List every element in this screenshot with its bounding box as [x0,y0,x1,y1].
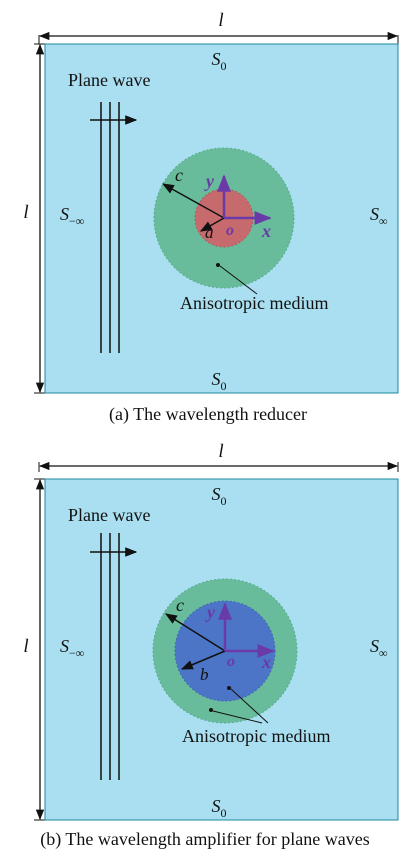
plane-wave-label: Plane wave [68,70,150,90]
width-label: l [218,441,223,462]
outer-radius-label: c [176,595,184,615]
medium-leader [212,710,263,724]
panel-a: l l S0 S0 S−∞ S∞ Plane wave c a y [23,10,399,425]
inner-radius-arrow [180,650,226,670]
medium-label: Anisotropic medium [182,726,330,746]
origin-label: o [226,222,234,239]
medium-leader [219,265,258,295]
caption-a: (a) The wavelength reducer [109,404,307,425]
panel-b: l l S0 S0 S−∞ S∞ Plane wave c b y [23,441,399,850]
outer-radius-label: c [175,165,183,185]
boundary-bottom-label: S0 [212,796,227,820]
width-label: l [218,10,223,31]
boundary-top-label: S0 [212,49,227,73]
plane-wave-fronts [100,533,120,780]
outer-radius-arrow [164,613,226,652]
height-label: l [23,636,28,657]
inner-radius-label: b [200,665,209,684]
outer-radius-arrow [161,183,225,219]
plane-wave-label: Plane wave [68,505,150,525]
height-label: l [23,202,28,223]
medium-leader [230,688,269,724]
origin-label: o [227,653,235,670]
plane-wave-fronts [100,102,120,353]
boundary-left-label: S−∞ [60,636,84,660]
y-axis-label: y [204,171,215,191]
boundary-right-label: S∞ [370,204,388,228]
boundary-left-label: S−∞ [60,204,84,228]
medium-label: Anisotropic medium [180,293,328,313]
boundary-right-label: S∞ [370,636,388,660]
boundary-bottom-label: S0 [212,369,227,393]
x-axis-label: x [261,652,271,672]
inner-radius-arrow [199,217,225,232]
caption-b: (b) The wavelength amplifier for plane w… [40,829,370,850]
boundary-top-label: S0 [212,484,227,508]
x-axis-label: x [261,221,271,241]
inner-radius-label: a [205,223,214,242]
y-axis-label: y [205,602,216,622]
